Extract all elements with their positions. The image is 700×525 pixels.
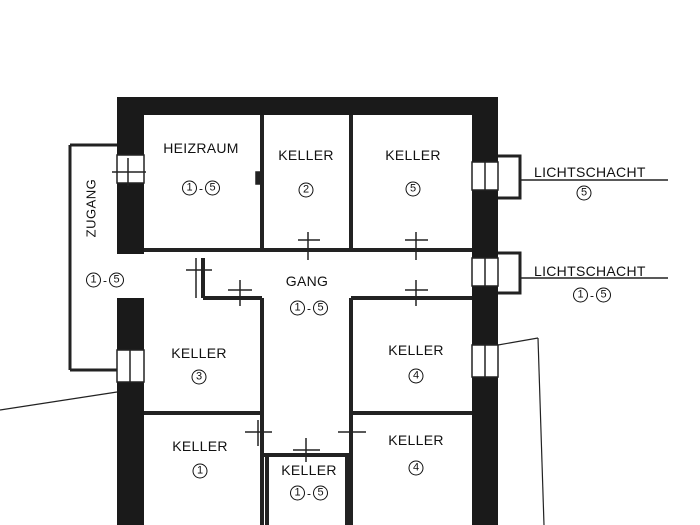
range-from: 1 xyxy=(290,485,305,501)
keller-1-label: KELLER xyxy=(172,438,228,454)
wall-left-lower xyxy=(117,298,144,525)
lichtschacht-2-label: LICHTSCHACHT xyxy=(534,263,646,279)
keller-3-number: 3 xyxy=(191,369,207,385)
room-number: 2 xyxy=(298,182,314,198)
range-sep: - xyxy=(307,301,311,315)
keller-1-number: 1 xyxy=(192,463,208,479)
door-marks xyxy=(112,158,428,462)
keller-4-bottom-label: KELLER xyxy=(388,432,444,448)
range-to: 5 xyxy=(313,485,328,501)
range-sep: - xyxy=(103,273,107,287)
room-number: 5 xyxy=(576,185,592,201)
zugang-range: 1 - 5 xyxy=(86,272,124,288)
zugang-label: ZUGANG xyxy=(83,178,99,238)
room-number: 4 xyxy=(408,460,424,476)
range-to: 5 xyxy=(596,287,611,303)
keller-4-mid-number: 4 xyxy=(408,368,424,384)
range-sep: - xyxy=(307,486,311,500)
keller-5-number: 5 xyxy=(405,181,421,197)
keller-5-label: KELLER xyxy=(385,147,441,163)
range-to: 5 xyxy=(313,300,328,316)
range-from: 1 xyxy=(290,300,305,316)
keller-2-number: 2 xyxy=(298,182,314,198)
zugang-dark-wall xyxy=(117,185,127,245)
room-number: 1 xyxy=(192,463,208,479)
range-sep: - xyxy=(199,181,203,195)
gang-range: 1 - 5 xyxy=(290,300,328,316)
lichtschacht-1-number: 5 xyxy=(576,185,592,201)
heizraum-label: HEIZRAUM xyxy=(163,140,239,156)
keller-bottom-mid-label: KELLER xyxy=(281,462,337,478)
range-to: 5 xyxy=(109,272,124,288)
keller-4-bottom-number: 4 xyxy=(408,460,424,476)
lichtschacht-leaders xyxy=(520,179,668,279)
windows xyxy=(116,154,499,378)
site-lines xyxy=(0,337,545,525)
keller-4-mid-label: KELLER xyxy=(388,342,444,358)
range-from: 1 xyxy=(573,287,588,303)
keller-bottom-mid-range: 1 - 5 xyxy=(290,485,328,501)
keller-3-label: KELLER xyxy=(171,345,227,361)
keller-2-label: KELLER xyxy=(278,147,334,163)
range-from: 1 xyxy=(182,180,197,196)
heizraum-range: 1 - 5 xyxy=(182,180,220,196)
lichtschacht-2-range: 1 - 5 xyxy=(573,287,611,303)
zugang-corridor xyxy=(68,143,145,383)
gang-label: GANG xyxy=(285,273,329,289)
wall-top xyxy=(117,97,498,115)
range-to: 5 xyxy=(205,180,220,196)
range-sep: - xyxy=(590,288,594,302)
room-number: 4 xyxy=(408,368,424,384)
lichtschacht-1-label: LICHTSCHACHT xyxy=(534,164,646,180)
lichtschacht-boxes xyxy=(498,154,522,295)
room-number: 5 xyxy=(405,181,421,197)
range-from: 1 xyxy=(86,272,101,288)
room-number: 3 xyxy=(191,369,207,385)
wall-right xyxy=(472,97,498,525)
